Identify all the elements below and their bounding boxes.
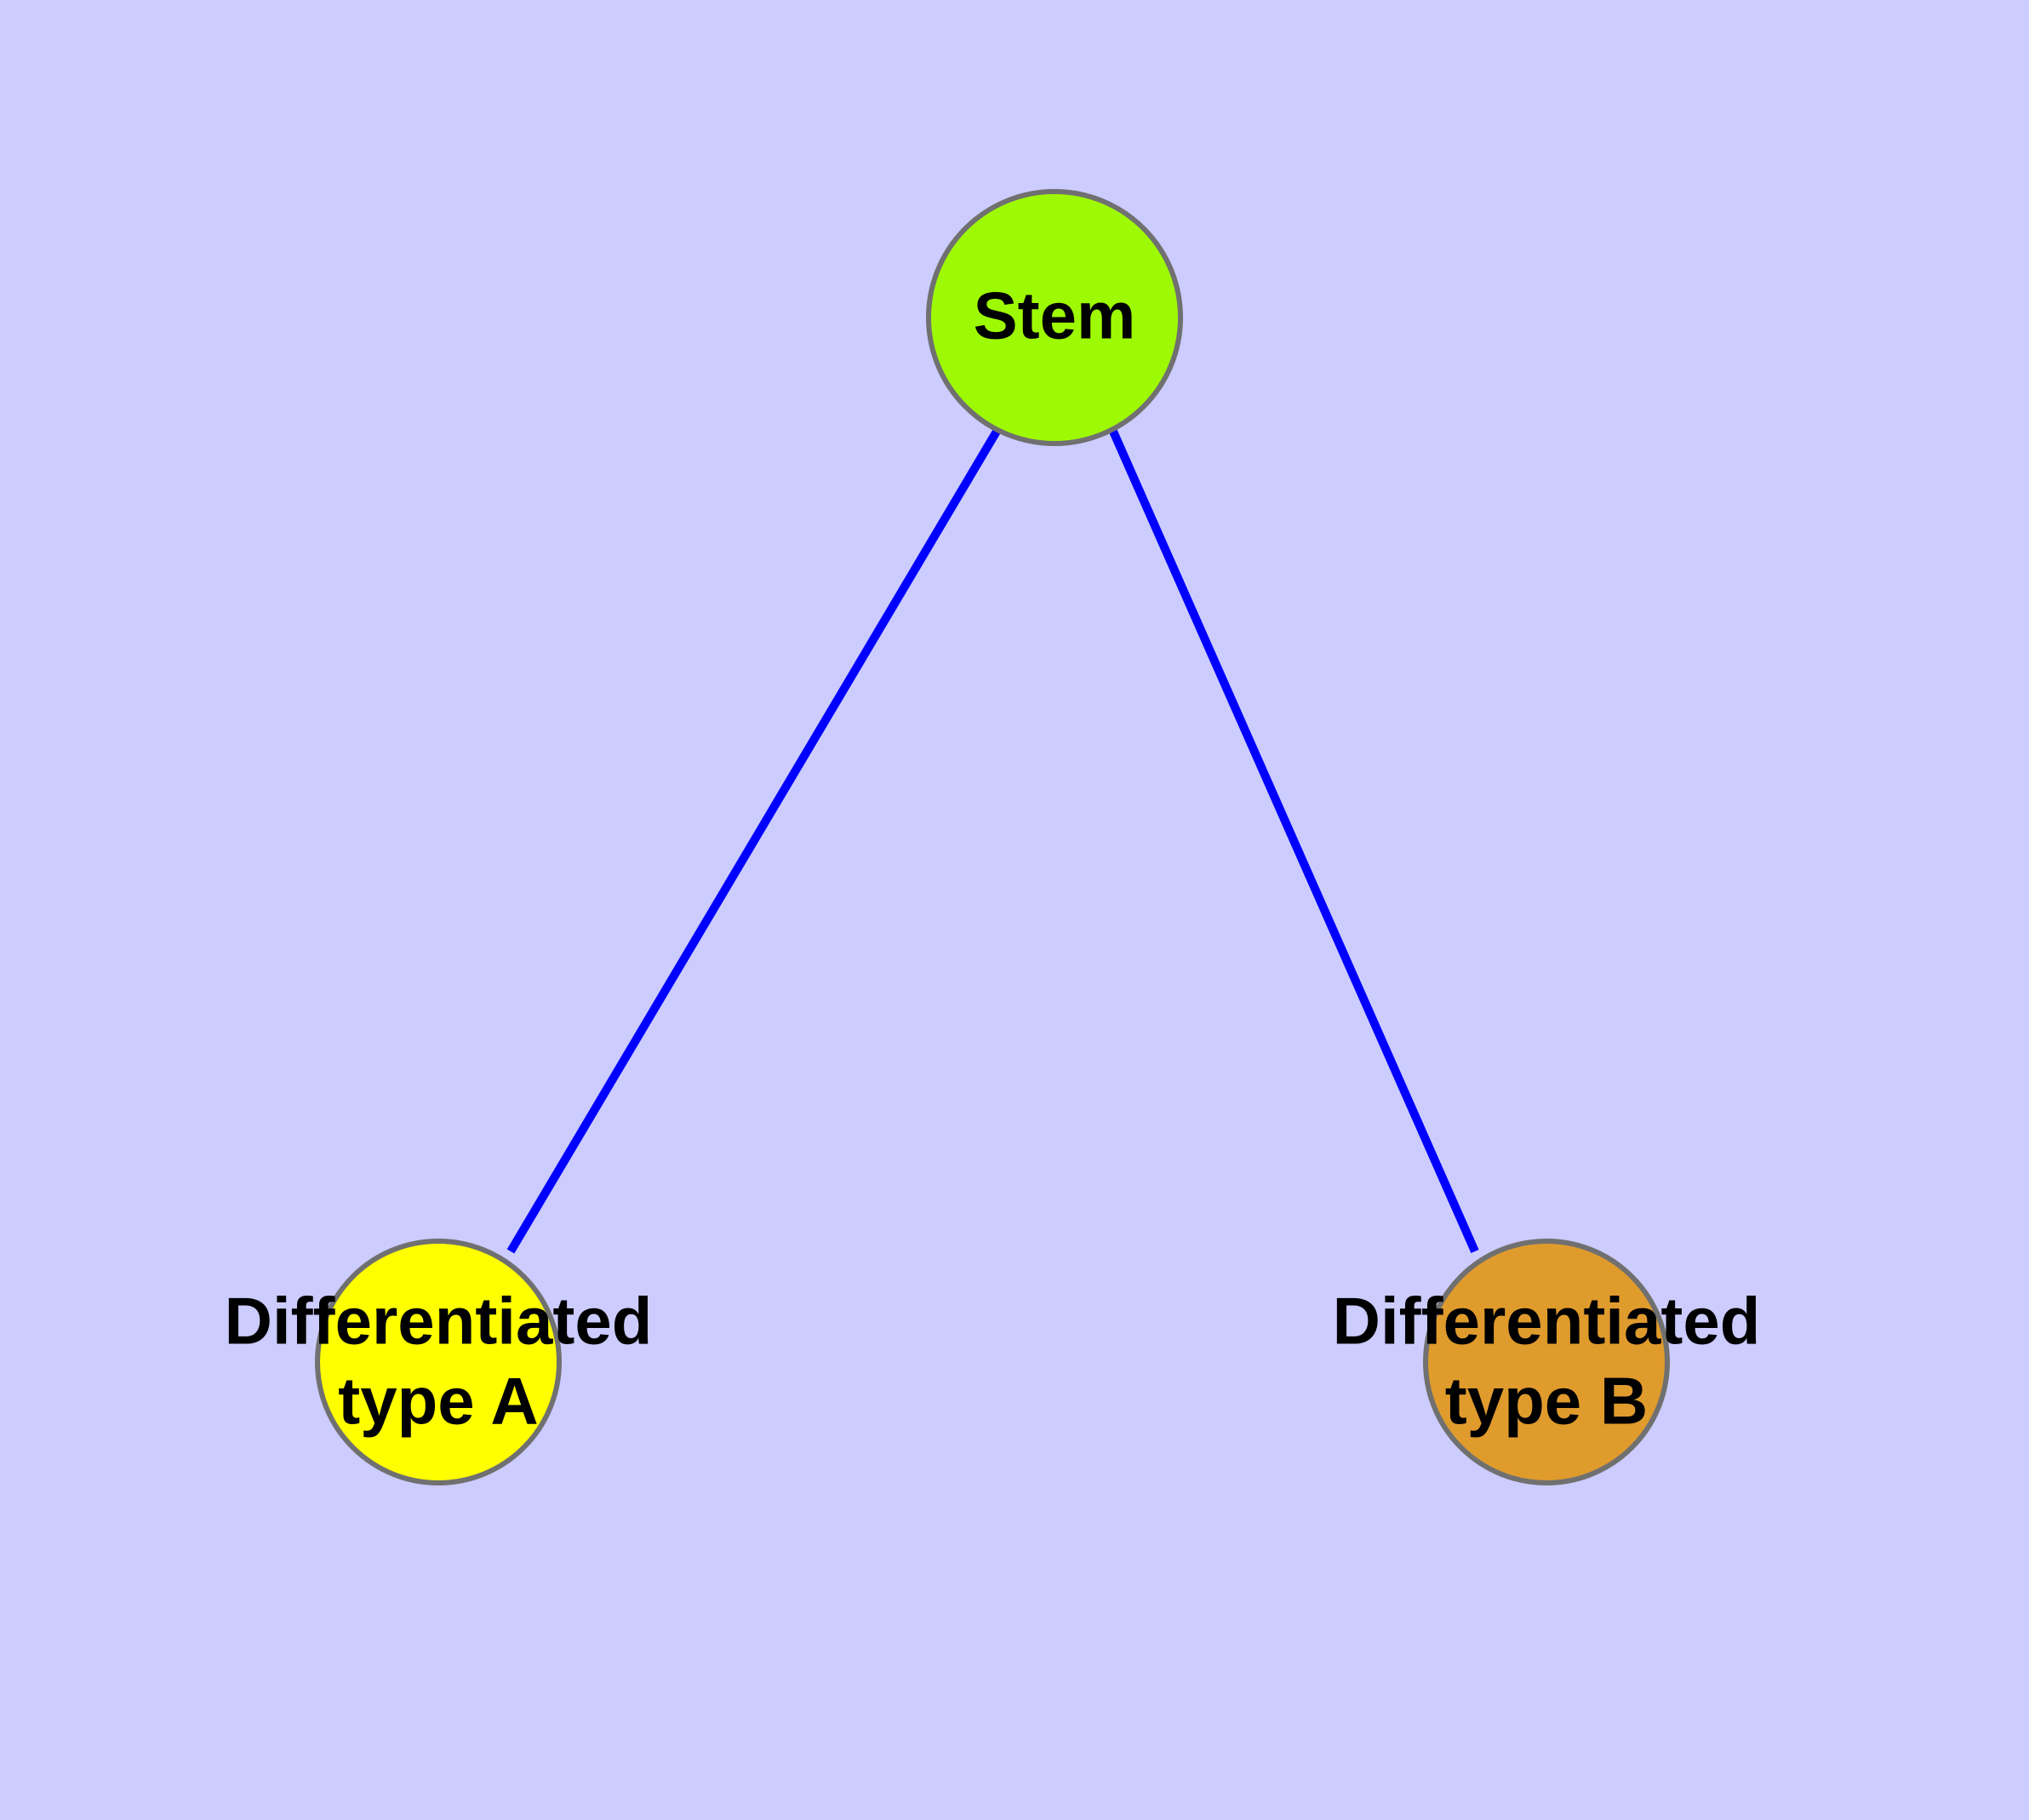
graph-node-stem[interactable] — [926, 189, 1183, 446]
graph-node-label-diff-a-line2: type A — [338, 1364, 539, 1439]
graph-node-label-diff-b-line1: Differentiated — [1333, 1284, 1761, 1359]
graph-node-label-diff-b-line2: type B — [1445, 1364, 1648, 1439]
graph-node-diff-b[interactable] — [1423, 1239, 1670, 1485]
graph-edge-stem-to-a[interactable] — [506, 423, 1004, 1254]
graph-node-diff-a[interactable] — [315, 1239, 562, 1485]
node-layer — [315, 189, 1670, 1485]
graph-node-label-stem: Stem — [974, 278, 1136, 353]
graph-edge-stem-to-b[interactable] — [1106, 423, 1479, 1254]
edge-layer — [506, 423, 1479, 1254]
graph-node-label-diff-a-line1: Differentiated — [225, 1284, 653, 1359]
